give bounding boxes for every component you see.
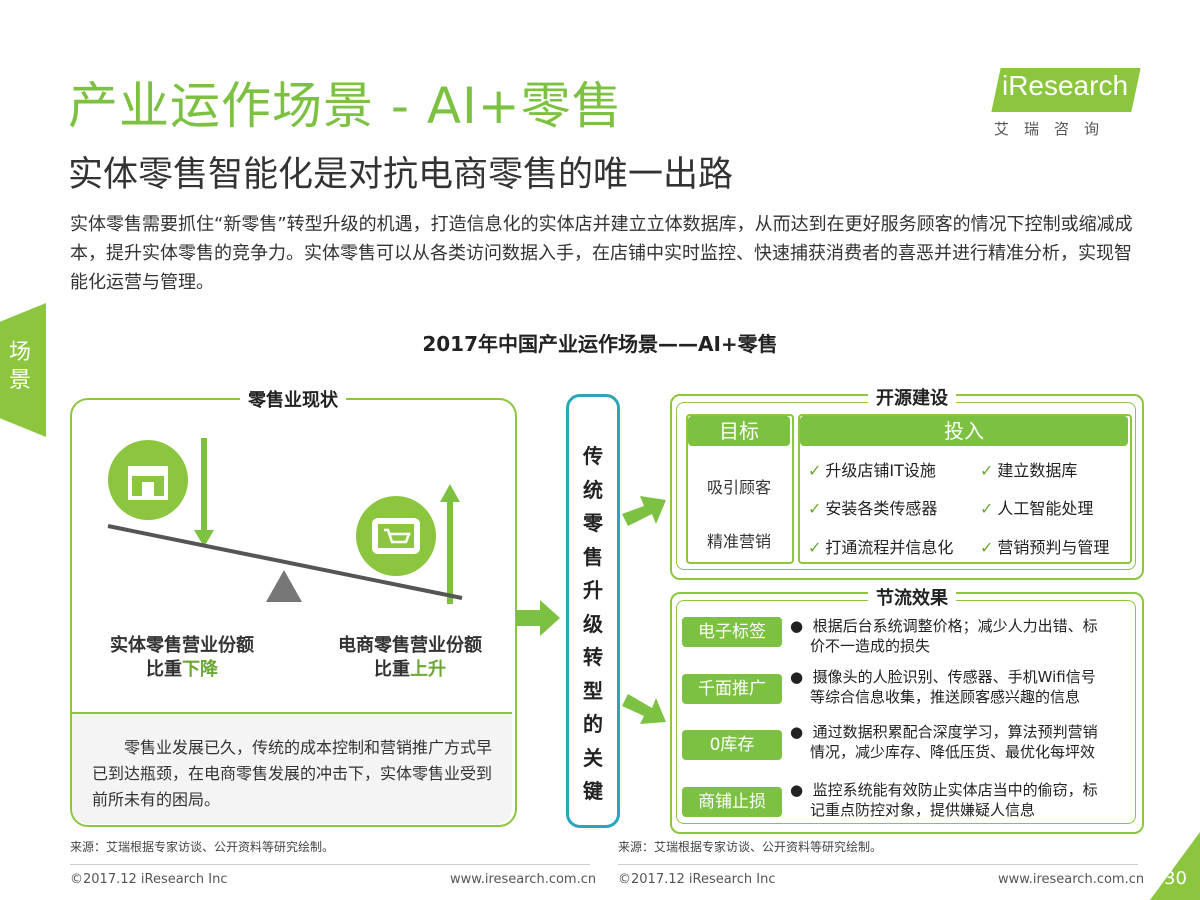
divider-right	[618, 864, 1138, 865]
center-char: 升	[583, 578, 603, 602]
logo-word: iResearch	[1001, 70, 1129, 101]
effect-desc: ● 监控系统能有效防止实体店当中的偷窃，标记重点防控对象，提供嫌疑人信息	[790, 781, 1098, 819]
center-char: 售	[583, 544, 603, 569]
goal-panel	[686, 414, 794, 564]
physical-retail-caption: 实体零售营业份额 比重下降	[110, 635, 254, 680]
invest-item: ✓升级店铺IT设施	[808, 461, 936, 480]
invest-header: 投入	[800, 416, 1128, 446]
diagram-title: 2017年中国产业运作场景——AI+零售	[422, 332, 778, 356]
center-key-box	[566, 394, 620, 828]
center-char: 的	[583, 712, 603, 736]
arrow-down-right-icon	[622, 694, 666, 724]
invest-panel	[798, 414, 1132, 564]
invest-item: ✓打通流程并信息化	[808, 538, 954, 557]
throttle-label: 节流效果	[868, 584, 956, 610]
intro-paragraph: 实体零售需要抓住“新零售”转型升级的机遇，打造信息化的实体店并建立立体数据库，从…	[70, 214, 1133, 293]
arrow-down-icon	[194, 438, 214, 547]
store-icon	[108, 440, 188, 520]
invest-item: ✓安装各类传感器	[808, 499, 938, 518]
page-corner	[1150, 832, 1200, 900]
page-number: 30	[1164, 868, 1187, 889]
url-right[interactable]: www.iresearch.com.cn	[998, 872, 1145, 887]
arrow-up-icon	[440, 484, 460, 604]
goal-item: 吸引顾客	[706, 478, 771, 497]
page-subtitle: 实体零售智能化是对抗电商零售的唯一出路	[68, 155, 734, 195]
center-char: 关	[583, 745, 603, 770]
check-icon: ✓	[808, 538, 822, 557]
seesaw-illustration	[107, 438, 463, 604]
center-key-text: 传统零售升级转型的关键	[566, 440, 620, 809]
copyright-right: ©2017.12 iResearch Inc	[618, 872, 776, 887]
side-tab: 场景	[0, 303, 46, 437]
logo-chinese: 艾瑞咨询	[994, 120, 1115, 138]
center-char: 键	[583, 779, 603, 803]
goal-item: 精准营销	[706, 532, 771, 551]
cart-tablet-icon	[356, 496, 436, 576]
seesaw-beam	[107, 524, 463, 600]
seesaw-fulcrum	[266, 570, 302, 602]
status-description: 零售业发展已久，传统的成本控制和营销推广方式早已到达瓶颈，在电商零售发展的冲击下…	[92, 738, 493, 809]
side-tab-label: 场景	[9, 340, 32, 393]
center-char: 级	[583, 611, 603, 636]
invest-item: ✓营销预判与管理	[980, 538, 1110, 557]
page-title: 产业运作场景 - AI+零售	[68, 77, 623, 135]
source-note-right: 来源：艾瑞根据专家访谈、公开资料等研究绘制。	[618, 840, 883, 854]
goal-header: 目标	[688, 416, 790, 446]
check-icon: ✓	[808, 499, 822, 518]
center-char: 统	[583, 477, 603, 502]
url-left[interactable]: www.iresearch.com.cn	[450, 872, 597, 887]
source-note-left: 来源：艾瑞根据专家访谈、公开资料等研究绘制。	[70, 840, 335, 854]
effect-tag: 千面推广	[682, 674, 782, 704]
copyright-left: ©2017.12 iResearch Inc	[70, 872, 228, 887]
center-char: 转	[583, 645, 603, 669]
effect-tag: 电子标签	[682, 617, 782, 647]
check-icon: ✓	[980, 499, 994, 518]
effect-tag: 商铺止损	[682, 787, 782, 817]
check-icon: ✓	[980, 461, 994, 480]
invest-item: ✓人工智能处理	[980, 499, 1094, 518]
center-char: 传	[583, 444, 603, 468]
check-icon: ✓	[980, 538, 994, 557]
arrow-up-right-icon	[622, 496, 666, 526]
effect-tag: 0库存	[682, 730, 782, 760]
effect-desc: ● 根据后台系统调整价格；减少人力出错、标价不一造成的损失	[790, 617, 1098, 655]
center-char: 型	[583, 678, 603, 703]
ecommerce-caption: 电商零售营业份额 比重上升	[338, 635, 482, 680]
status-description-panel	[72, 712, 512, 824]
effect-desc: ● 通过数据积累配合深度学习，算法预判营销情况，减少库存、降低压货、最优化每坪效	[790, 723, 1098, 761]
invest-item: ✓建立数据库	[980, 461, 1078, 480]
center-char: 零	[583, 511, 603, 535]
arrow-right-icon	[516, 600, 560, 636]
divider-left	[70, 864, 590, 865]
open-source-label: 开源建设	[868, 384, 956, 410]
iresearch-logo: iResearch 艾瑞咨询	[990, 62, 1141, 142]
check-icon: ✓	[808, 461, 822, 480]
effect-desc: ● 摄像头的人脸识别、传感器、手机Wifi信号等综合信息收集，推送顾客感兴趣的信…	[790, 668, 1096, 706]
status-label: 零售业现状	[240, 386, 346, 412]
